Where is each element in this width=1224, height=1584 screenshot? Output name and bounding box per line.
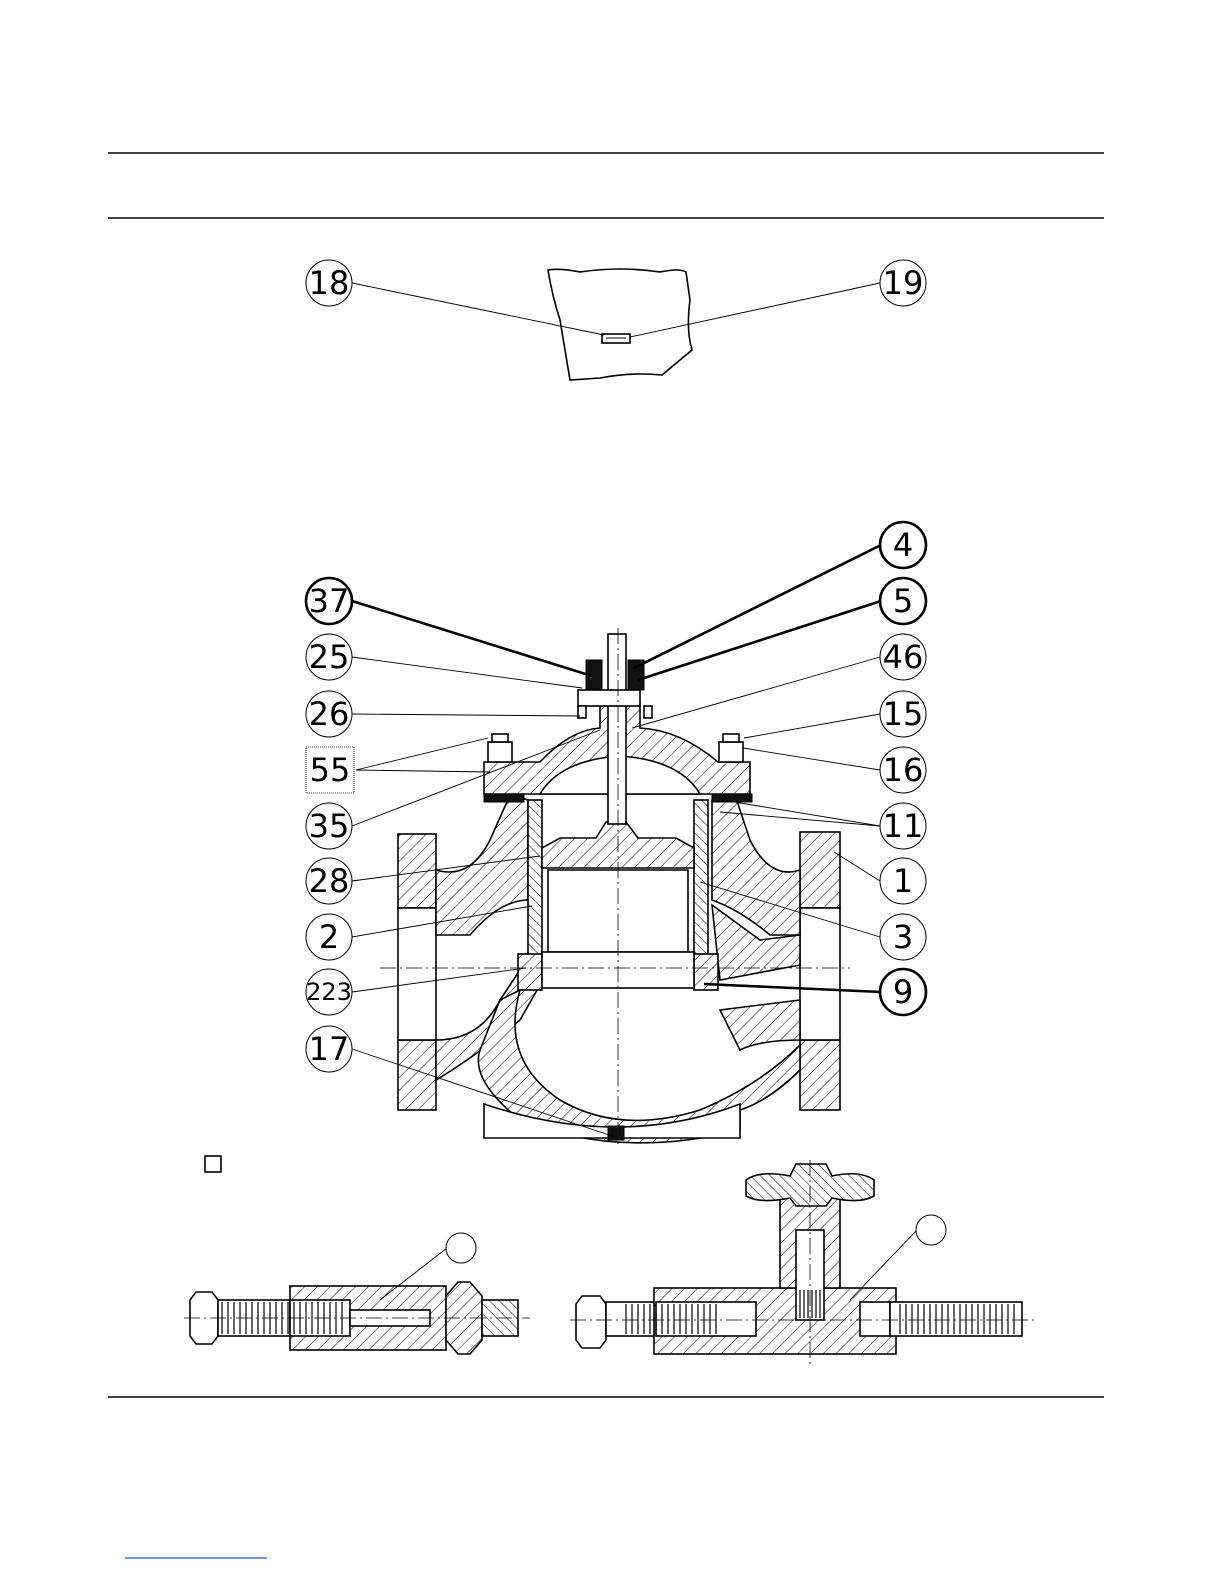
callout-5: 5	[880, 578, 926, 624]
callout-16-label: 16	[883, 751, 924, 789]
callout-28: 28	[306, 858, 352, 904]
callout-26-label: 26	[309, 695, 350, 733]
callout-2: 2	[306, 914, 352, 960]
callout-11-label: 11	[883, 807, 924, 845]
callout-9-label: 9	[893, 973, 913, 1011]
callout-option-a	[446, 1233, 476, 1263]
callout-28-label: 28	[309, 862, 350, 900]
callout-2-label: 2	[319, 918, 339, 956]
callout-19: 19	[880, 260, 926, 306]
callout-17-label: 17	[309, 1030, 350, 1068]
callout-37: 37	[306, 578, 352, 624]
callout-15-label: 15	[883, 695, 924, 733]
callout-55: 55	[306, 747, 354, 793]
callout-16: 16	[880, 747, 926, 793]
callout-26: 26	[306, 691, 352, 737]
valve-cross-section	[380, 628, 850, 1148]
callout-46-label: 46	[883, 638, 924, 676]
callout-9: 9	[880, 969, 926, 1015]
callout-46: 46	[880, 634, 926, 680]
callout-223-label: 223	[306, 978, 352, 1006]
callout-5-label: 5	[893, 582, 913, 620]
callout-4-label: 4	[893, 526, 913, 564]
callout-3-label: 3	[893, 918, 913, 956]
callout-35: 35	[306, 803, 352, 849]
drain-plug-detail	[184, 1282, 530, 1354]
callout-15: 15	[880, 691, 926, 737]
option-checkbox[interactable]	[205, 1156, 221, 1172]
callout-35-label: 35	[309, 807, 350, 845]
callout-1: 1	[880, 858, 926, 904]
callout-17: 17	[306, 1026, 352, 1072]
callout-18-label: 18	[309, 264, 350, 302]
callout-option-b	[916, 1215, 946, 1245]
callout-1-label: 1	[893, 862, 913, 900]
callout-25-label: 25	[309, 638, 350, 676]
callout-25: 25	[306, 634, 352, 680]
callout-11: 11	[880, 803, 926, 849]
callout-4: 4	[880, 522, 926, 568]
callout-55-label: 55	[310, 751, 351, 789]
drain-valve-detail	[570, 1160, 1034, 1364]
callout-223: 223	[306, 969, 352, 1015]
callout-19-label: 19	[883, 264, 924, 302]
nameplate-detail	[548, 269, 692, 380]
callout-37-label: 37	[309, 582, 350, 620]
callout-18: 18	[306, 260, 352, 306]
callout-3: 3	[880, 914, 926, 960]
